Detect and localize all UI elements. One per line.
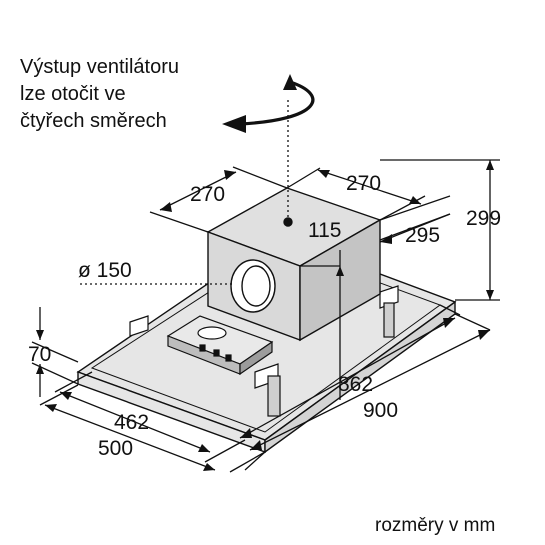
clip xyxy=(267,375,281,417)
fan-outlet-note: Výstup ventilátoru lze otočit ve čtyřech… xyxy=(20,54,179,135)
dim-inner-length: 862 xyxy=(338,373,374,396)
note-line: čtyřech směrech xyxy=(20,110,167,132)
dim-chimney-width: 270 xyxy=(190,183,226,206)
arrowheads xyxy=(36,160,494,471)
control-knob xyxy=(197,326,227,340)
units-note: rozměry v mm xyxy=(375,515,496,536)
fan-chimney xyxy=(206,187,382,342)
clip xyxy=(129,315,149,337)
control-side xyxy=(239,340,273,376)
dim-outer-depth: 500 xyxy=(98,437,134,460)
control-led xyxy=(225,354,232,362)
dim-hood-height: 70 xyxy=(28,343,52,366)
dim-outer-length: 900 xyxy=(363,399,399,422)
dim-chimney-depth: 270 xyxy=(346,172,382,195)
clip xyxy=(383,302,395,338)
dim-chimney-offset: 295 xyxy=(405,224,441,247)
control-led xyxy=(213,349,220,357)
dim-inner-depth: 462 xyxy=(114,411,150,434)
note-line: Výstup ventilátoru xyxy=(20,56,179,78)
note-line: lze otočit ve xyxy=(20,83,126,105)
dim-outlet-offset: 115 xyxy=(308,219,342,242)
rotation-arrow xyxy=(222,74,315,133)
dim-outlet-diameter: ø 150 xyxy=(78,259,132,282)
dimension-lines xyxy=(31,100,500,473)
control-led xyxy=(199,344,206,352)
outlet-inner xyxy=(241,265,271,307)
dim-chimney-height: 299 xyxy=(466,207,502,230)
control-unit xyxy=(166,315,274,376)
mounting-clips xyxy=(129,285,399,417)
